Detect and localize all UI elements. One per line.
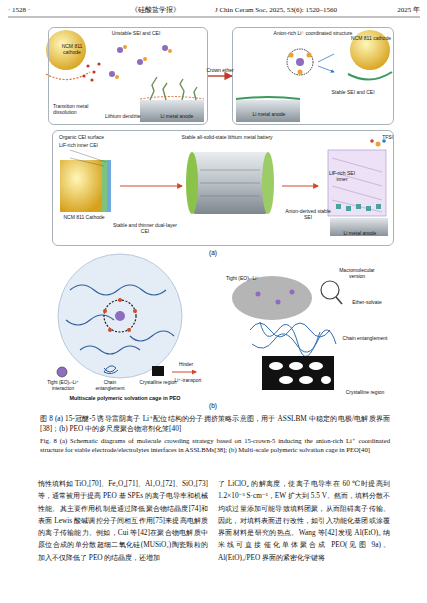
journal-citation: J Chin Ceram Soc, 2025, 53(6): 1520–1560	[196, 6, 356, 14]
sei-layer	[328, 150, 386, 216]
peo-chain	[66, 285, 174, 354]
li-anode	[236, 100, 300, 122]
panel-label: LiF-rich SEI inner	[327, 171, 357, 183]
scale-icon	[57, 366, 164, 377]
body-text: 惰性填料如 TiO₂[70]、Fe₃O₄[71]、Al₂O₃[72]、SiO₂[…	[38, 478, 208, 564]
panel-label: Stable all-solid-state lithium metal bat…	[179, 135, 275, 141]
unstable-sei	[140, 97, 204, 100]
salt-molecules	[109, 45, 172, 79]
organic-cei	[107, 160, 111, 212]
stable-cei	[348, 72, 392, 80]
magnifier	[321, 281, 339, 299]
leader-line	[70, 150, 106, 166]
solvation-cage	[58, 254, 182, 378]
body-text: 了 LiClO₄ 的解离度，使离子电导率在 60 ℃时提高到 1.2×10⁻³ …	[218, 478, 390, 564]
figure-panel: Organic CEI surfaceLiF-rich inner CEI NCM…	[52, 130, 394, 246]
magnifier	[336, 297, 342, 304]
figure-label: Crystalline region	[340, 390, 390, 396]
figure-label: Tight (EO)ₙ-Li⁺ interaction	[40, 380, 86, 391]
figure-label: Li⁺-transport	[168, 378, 208, 384]
process-arrow	[282, 185, 318, 186]
li-anode	[330, 218, 388, 236]
panel-label: Anion-rich Li⁺ coordinated structure	[273, 31, 353, 37]
arrow-label: Crown ether	[206, 67, 233, 73]
lif-inner-cei	[102, 160, 107, 212]
panel-label: Li metal anode	[237, 112, 301, 118]
panel-label: Organic CEI surface	[59, 135, 119, 141]
panel-letter: (a)	[200, 249, 226, 257]
crystalline-region	[262, 356, 334, 390]
figure-subtitle: Multiscale polymeric solvation cage in P…	[40, 395, 210, 401]
li-ion	[296, 58, 304, 66]
page-number: · 1528 ·	[8, 6, 48, 14]
battery-end	[262, 152, 274, 214]
figure-caption: 图 8 (a) 15-冠醚-5 诱导富阴离子 Li⁺配位结构的分子拥挤策略示意图…	[40, 414, 390, 434]
unstable-cei	[46, 72, 90, 80]
panel-label: NCM 811 cathode	[349, 36, 393, 42]
anions	[289, 53, 312, 75]
figure-label: Chain entanglement	[90, 380, 130, 391]
li-anode	[140, 100, 204, 122]
panel-label: NCM 811 cathode	[55, 44, 89, 56]
crystal-lamella	[269, 362, 331, 384]
chain-entanglement	[250, 322, 336, 357]
cathode-block	[60, 160, 102, 212]
battery-end	[186, 152, 198, 214]
sei-mesh	[332, 158, 382, 212]
polymer-domain	[232, 276, 312, 320]
panel-label: Stable and thinner dual-layer CEI	[113, 223, 177, 235]
panel-label: TFSI	[353, 135, 393, 141]
hinder-arrow	[172, 372, 196, 373]
panel-label: Transition metal dissolution	[53, 104, 95, 116]
tfsi-molecule	[370, 139, 386, 146]
panel-label: NCM 811 Cathode	[59, 215, 109, 221]
header-rule	[8, 17, 420, 18]
crown-ether-ring	[287, 49, 313, 75]
crown-ring	[104, 300, 136, 332]
panel-label: LiF-rich inner CEI	[59, 143, 119, 149]
journal-name: 《硅酸盐学报》	[120, 6, 190, 14]
panel-label: Li metal anode	[149, 114, 205, 120]
process-arrow	[120, 185, 182, 186]
process-arrow	[208, 75, 232, 76]
figure-label: Chain entanglement	[340, 336, 390, 342]
stable-sei	[236, 97, 300, 99]
li-ion	[115, 311, 125, 321]
year: 2025 年	[372, 6, 420, 14]
figure-caption-en: Fig. 8 (a) Schematic diagrams of molecul…	[40, 437, 390, 454]
battery-layer	[200, 170, 260, 196]
lif-crystals	[336, 204, 381, 211]
panel-label: Stable SEI and CEI	[323, 90, 383, 96]
lithium-dendrite	[150, 77, 197, 100]
panel-letter: (b)	[200, 402, 226, 410]
li-ion	[256, 290, 295, 305]
panel-label: Anion-derived stable SEI	[285, 209, 331, 221]
oxygen-atoms	[103, 298, 137, 332]
panel-label: Unstable SEI and CEI	[101, 31, 171, 37]
transition-metal-ions	[82, 62, 100, 81]
figure-label: Macromolecular version	[334, 268, 380, 280]
figure-panel: Anion-rich Li⁺ coordinated structureNCM …	[232, 27, 394, 125]
panel-label: Lithium dendrite	[105, 114, 145, 120]
li-transport-arrow	[318, 54, 334, 72]
figure-panel: NCM 811 cathode Unstable SEI and CEI Trans…	[48, 27, 208, 125]
battery-body	[192, 152, 268, 214]
figure-label: Crystalline region	[138, 380, 178, 386]
figure-label: Ether-solvate	[344, 300, 390, 306]
figure-label: Tight (EO)ₙ-Li⁺	[226, 276, 278, 282]
panel-label: Li metal anode	[331, 231, 389, 237]
figure-label: Hinder	[174, 362, 198, 368]
